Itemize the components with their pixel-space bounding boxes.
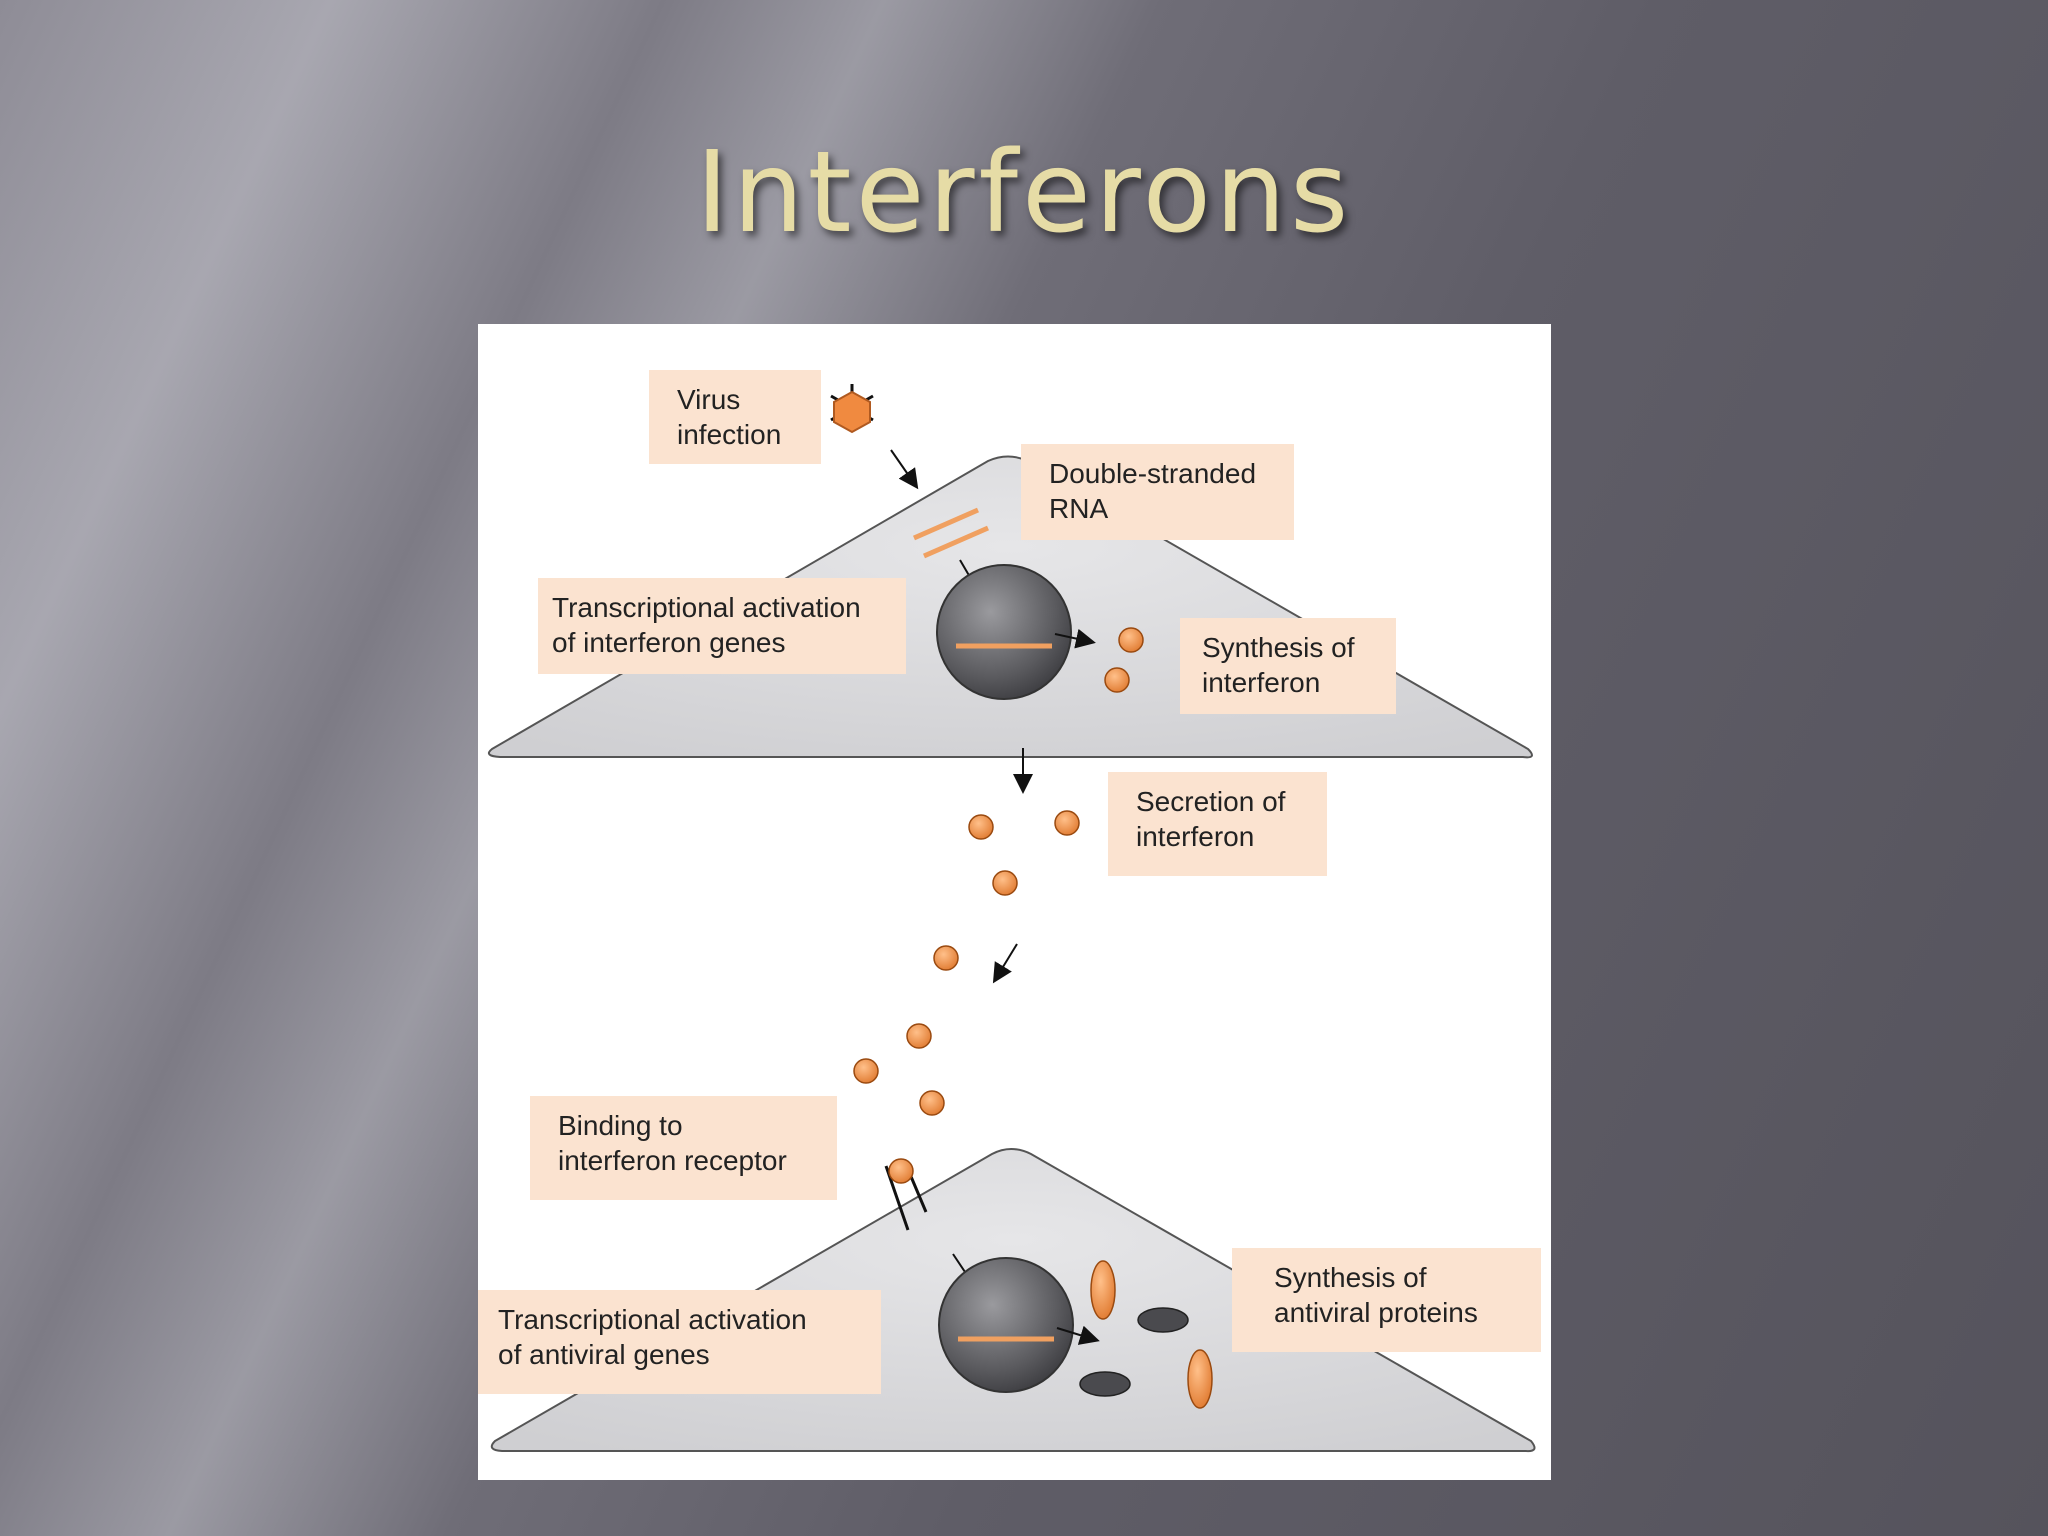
label-line: Transcriptional activation xyxy=(552,592,861,623)
interferon-diagram: Virus infection Double-stranded RNA Tran… xyxy=(478,324,1551,1480)
label-binding-receptor: Binding to interferon receptor xyxy=(530,1096,837,1200)
interferon-particle xyxy=(1104,667,1130,693)
label-virus-infection: Virus infection xyxy=(649,370,821,464)
label-line: Synthesis of xyxy=(1202,632,1355,663)
antiviral-protein xyxy=(1137,1307,1189,1333)
interferon-particle xyxy=(853,1058,879,1084)
label-transcription-interferon: Transcriptional activation of interferon… xyxy=(538,578,906,674)
interferon-particle xyxy=(968,814,994,840)
antiviral-protein xyxy=(1090,1260,1116,1320)
label-transcription-antiviral: Transcriptional activation of antiviral … xyxy=(478,1290,881,1394)
label-line: interferon xyxy=(1136,821,1255,852)
slide-title: Interferons xyxy=(695,128,1353,258)
antiviral-protein xyxy=(1079,1371,1131,1397)
label-line: interferon receptor xyxy=(558,1145,787,1176)
label-line: antiviral proteins xyxy=(1274,1297,1478,1328)
nucleus-icon xyxy=(938,1257,1074,1393)
label-secretion-interferon: Secretion of interferon xyxy=(1108,772,1327,876)
interferon-particle xyxy=(1118,627,1144,653)
label-line: Binding to xyxy=(558,1110,683,1141)
label-synthesis-interferon: Synthesis of interferon xyxy=(1180,618,1396,714)
dsrna-icon xyxy=(912,507,990,559)
label-line: infection xyxy=(677,419,782,450)
bound-interferon-particle xyxy=(888,1158,914,1184)
gene-expression-arrow xyxy=(1054,628,1096,649)
virus-icon xyxy=(830,384,874,434)
label-line: Double-stranded xyxy=(1049,458,1257,489)
label-line: Virus xyxy=(677,384,741,415)
virus-entry-arrow xyxy=(890,449,919,490)
interferon-particle xyxy=(906,1023,932,1049)
interferon-particle xyxy=(933,945,959,971)
label-line: of interferon genes xyxy=(552,627,786,658)
label-line: Transcriptional activation xyxy=(498,1304,807,1335)
label-double-stranded-rna: Double-stranded RNA xyxy=(1021,444,1294,540)
antiviral-protein xyxy=(1187,1349,1213,1409)
label-synthesis-antiviral: Synthesis of antiviral proteins xyxy=(1232,1248,1541,1352)
interferon-particle xyxy=(992,870,1018,896)
label-line: interferon xyxy=(1202,667,1321,698)
label-line: of antiviral genes xyxy=(498,1339,710,1370)
diffusion-arrow xyxy=(992,943,1018,984)
gene-expression-arrow xyxy=(1056,1325,1100,1345)
nucleus-icon xyxy=(936,564,1072,700)
interferon-particle xyxy=(919,1090,945,1116)
label-line: RNA xyxy=(1049,493,1109,524)
label-line: Synthesis of xyxy=(1274,1262,1427,1293)
label-line: Secretion of xyxy=(1136,786,1286,817)
interferon-particle xyxy=(1054,810,1080,836)
